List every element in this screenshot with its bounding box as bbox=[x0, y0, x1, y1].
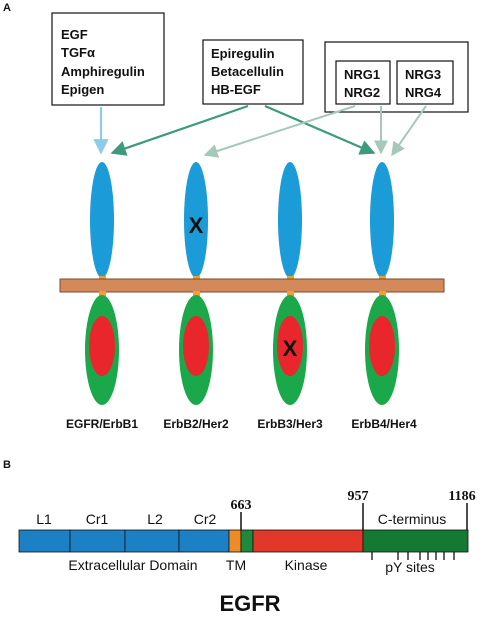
panel-a-label: A bbox=[3, 2, 11, 14]
position-957: 957 bbox=[348, 489, 369, 504]
inactive-mark-erbb3-kinase: X bbox=[283, 336, 298, 361]
domain-l2 bbox=[124, 529, 180, 553]
label-kinase: Kinase bbox=[285, 557, 328, 573]
domain-juxtamembrane bbox=[240, 529, 254, 553]
ligand-nrg2: NRG2 bbox=[344, 85, 380, 100]
py-site-ticks bbox=[371, 552, 455, 560]
ligand-epiregulin: Epiregulin bbox=[211, 46, 275, 61]
egfr-domain-bar bbox=[18, 529, 469, 553]
ligand-nrg1: NRG1 bbox=[344, 67, 380, 82]
panel-b-label: B bbox=[3, 459, 11, 471]
ligand-betacellulin: Betacellulin bbox=[211, 64, 284, 79]
arrow-nrg-to-erbb2 bbox=[203, 105, 356, 158]
extracellular-domain-erbb3 bbox=[278, 162, 302, 278]
kinase-domain-erbb2 bbox=[183, 316, 209, 376]
kinase-domain-erbb4 bbox=[369, 316, 395, 376]
ligand-nrg3: NRG3 bbox=[405, 67, 441, 82]
ligand-group-nrg: NRG1 NRG2 NRG3 NRG4 bbox=[324, 41, 469, 113]
intracellular-erbb3: X bbox=[273, 291, 307, 405]
ligand-egf: EGF bbox=[61, 27, 88, 42]
ligand-epigen: Epigen bbox=[61, 82, 104, 97]
label-cr1: Cr1 bbox=[86, 511, 109, 527]
domain-l1 bbox=[18, 529, 71, 553]
arrow-hbegf-to-erbb4 bbox=[264, 104, 376, 155]
ligand-nrg4: NRG4 bbox=[405, 85, 442, 100]
intracellular-erbb1 bbox=[85, 291, 119, 405]
label-l2: L2 bbox=[147, 511, 163, 527]
intracellular-erbb2 bbox=[179, 291, 213, 405]
binding-arrows bbox=[93, 104, 427, 158]
ligand-box-egf bbox=[51, 12, 165, 106]
receptor-label-erbb1: EGFR/ErbB1 bbox=[66, 417, 138, 431]
label-c-terminus: C-terminus bbox=[378, 511, 446, 527]
kinase-domain-erbb3 bbox=[277, 316, 303, 376]
domain-cr1 bbox=[69, 529, 126, 553]
domain-c-terminus bbox=[362, 529, 469, 553]
extracellular-domain-erbb2 bbox=[184, 162, 208, 278]
egfr-title: EGFR bbox=[219, 591, 280, 616]
receptor-label-erbb3: ErbB3/Her3 bbox=[257, 417, 323, 431]
extracellular-domain-erbb1 bbox=[90, 162, 114, 278]
label-tm: TM bbox=[226, 557, 246, 573]
label-cr2: Cr2 bbox=[194, 511, 217, 527]
domain-cr2 bbox=[178, 529, 230, 553]
domain-kinase bbox=[252, 529, 364, 553]
ligand-box-epiregulin bbox=[202, 39, 304, 105]
receptor-erbb2: X bbox=[184, 162, 208, 285]
arrow-hbegf-to-erbb1 bbox=[110, 104, 249, 156]
position-1186: 1186 bbox=[448, 489, 475, 504]
domain-transmembrane bbox=[228, 529, 242, 553]
ligand-hb-egf: HB-EGF bbox=[211, 82, 261, 97]
ligand-tgfa: TGFα bbox=[61, 45, 95, 60]
position-663: 663 bbox=[231, 498, 252, 513]
ligand-group-epiregulin: Epiregulin Betacellulin HB-EGF bbox=[202, 39, 304, 105]
extracellular-domain-erbb4 bbox=[370, 162, 394, 278]
ligand-group-egf: EGF TGFα Amphiregulin Epigen bbox=[51, 12, 165, 106]
kinase-domain-erbb1 bbox=[89, 316, 115, 376]
receptor-erbb4 bbox=[370, 162, 394, 285]
receptor-erbb1 bbox=[90, 162, 114, 285]
label-py-sites: pY sites bbox=[385, 559, 435, 575]
label-l1: L1 bbox=[36, 511, 52, 527]
ligand-amphiregulin: Amphiregulin bbox=[61, 64, 145, 79]
cell-membrane bbox=[59, 278, 445, 293]
ligand-box-nrg12 bbox=[335, 60, 391, 105]
inactive-mark-erbb2-ligand: X bbox=[189, 213, 204, 238]
arrow-nrg34-to-erbb4 bbox=[391, 105, 427, 157]
receptor-erbb3 bbox=[278, 162, 302, 285]
receptor-label-erbb2: ErbB2/Her2 bbox=[163, 417, 229, 431]
intracellular-erbb4 bbox=[365, 291, 399, 405]
ligand-box-nrg34 bbox=[396, 60, 454, 105]
label-extracellular-domain: Extracellular Domain bbox=[68, 557, 197, 573]
receptor-label-erbb4: ErbB4/Her4 bbox=[351, 417, 417, 431]
